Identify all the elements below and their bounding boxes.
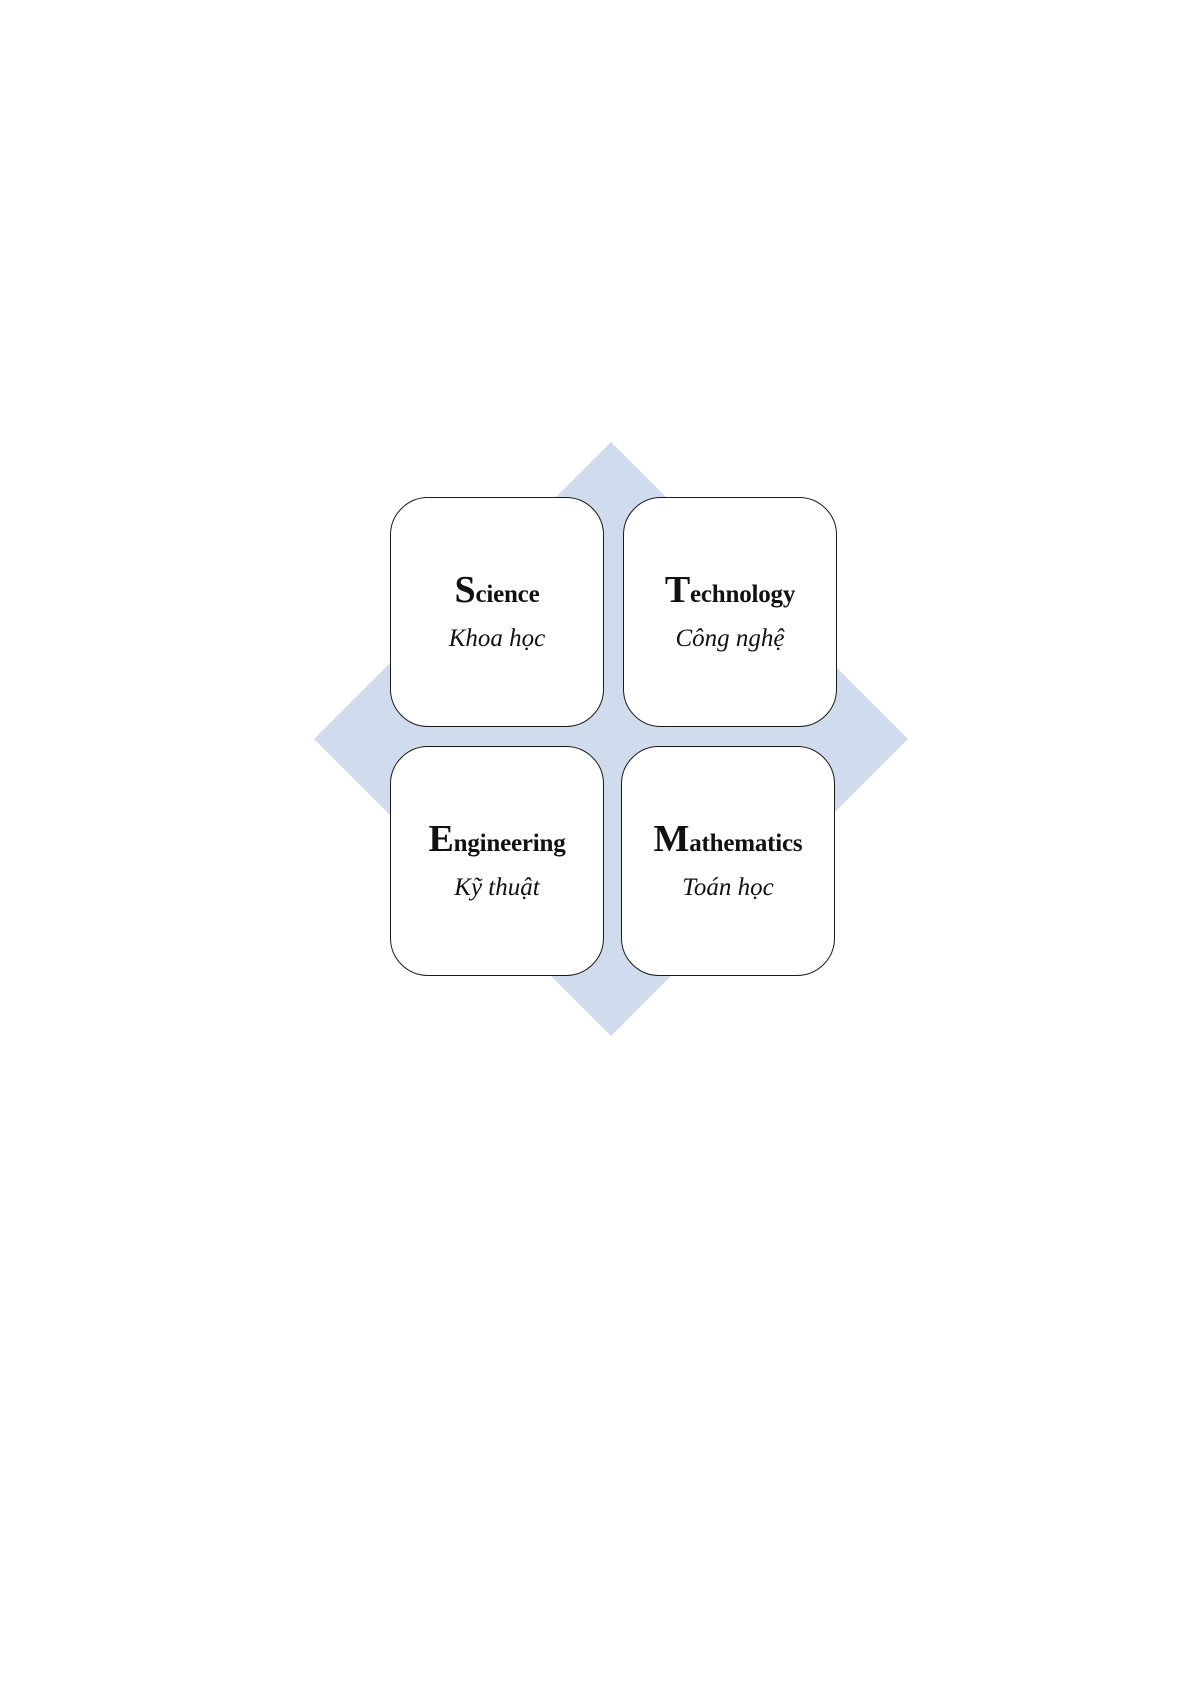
- mathematics-title-rest: athematics: [689, 830, 802, 857]
- engineering-title-rest: ngineering: [454, 830, 566, 857]
- mathematics-card: Mathematics Toán học: [621, 746, 835, 976]
- technology-initial: T: [665, 569, 690, 611]
- mathematics-initial: M: [654, 818, 690, 860]
- science-title: Science: [455, 571, 540, 609]
- science-title-rest: cience: [475, 581, 539, 608]
- science-subtitle: Khoa học: [449, 625, 546, 653]
- science-card: Science Khoa học: [390, 497, 604, 727]
- mathematics-subtitle: Toán học: [682, 874, 773, 902]
- technology-title-rest: echnology: [690, 581, 795, 608]
- technology-card: Technology Công nghệ: [623, 497, 837, 727]
- science-initial: S: [455, 569, 476, 611]
- technology-subtitle: Công nghệ: [675, 625, 784, 653]
- mathematics-title: Mathematics: [654, 820, 803, 858]
- technology-title: Technology: [665, 571, 795, 609]
- engineering-card: Engineering Kỹ thuật: [390, 746, 604, 976]
- engineering-subtitle: Kỹ thuật: [454, 874, 539, 902]
- engineering-initial: E: [428, 818, 453, 860]
- engineering-title: Engineering: [428, 820, 565, 858]
